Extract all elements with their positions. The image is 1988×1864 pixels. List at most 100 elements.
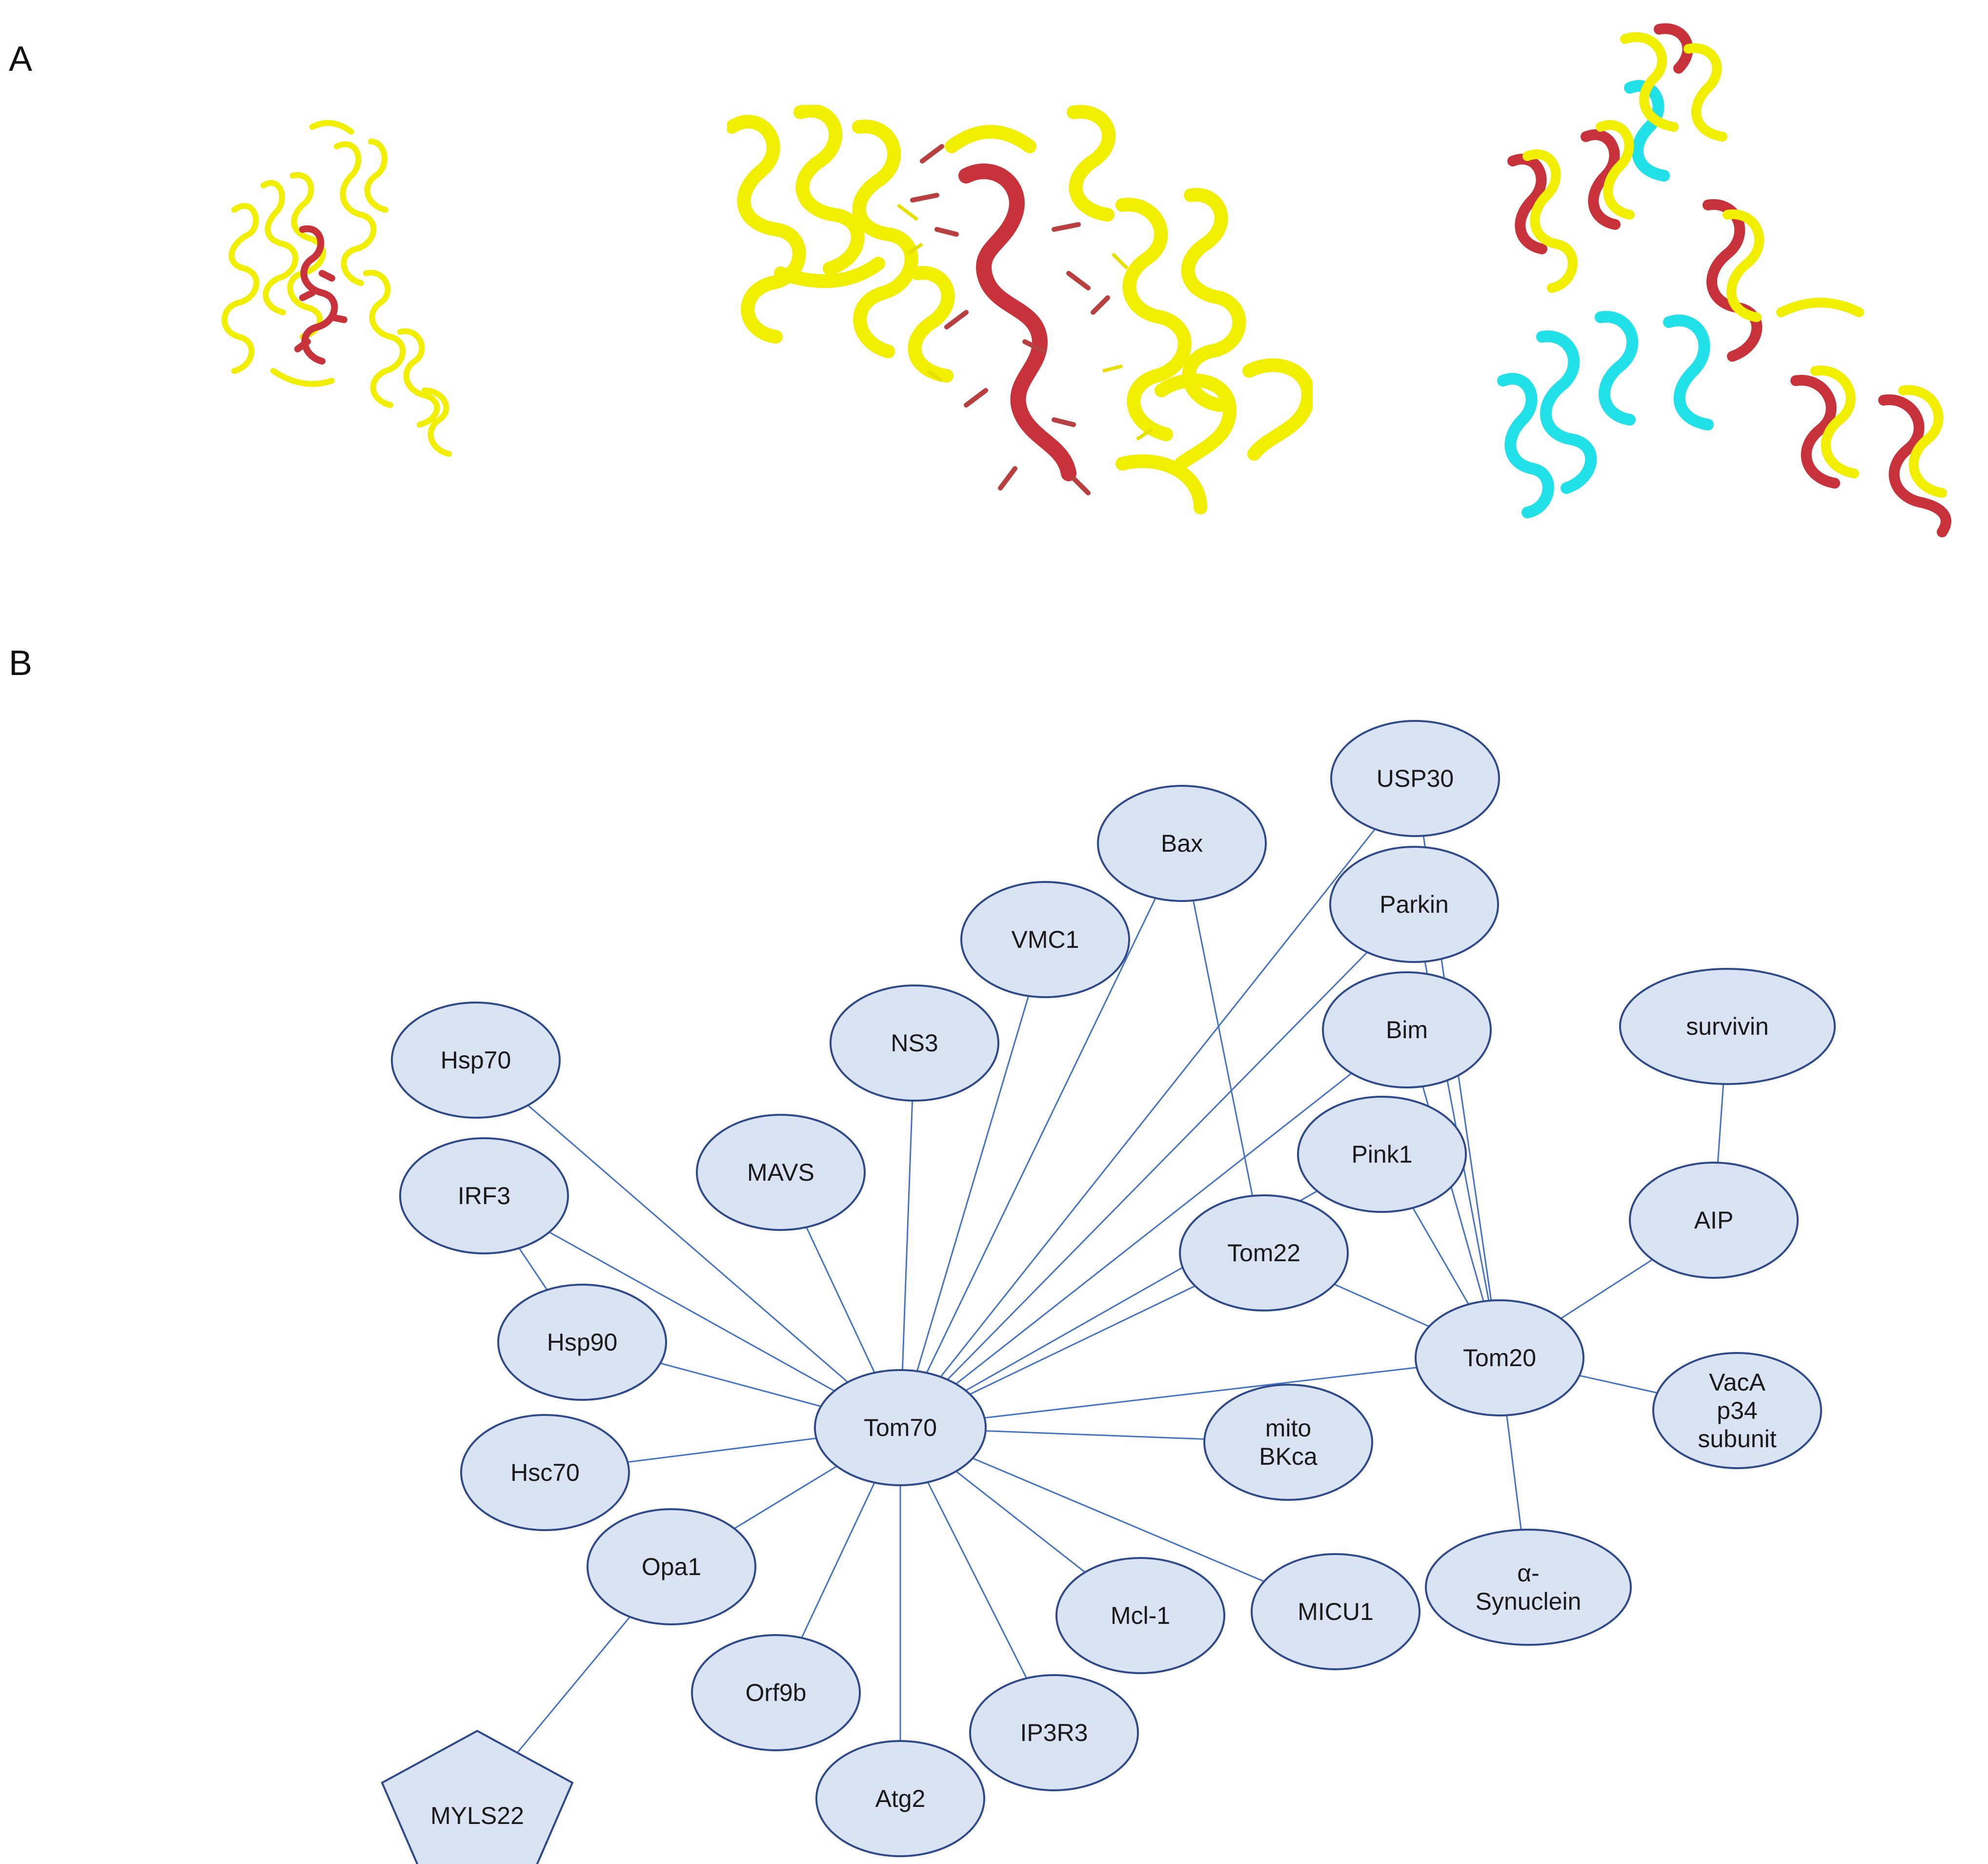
node-label-vaca: p34 [1717,1397,1757,1424]
node-label-vaca: VacA [1709,1369,1765,1396]
node-label-bax: Bax [1161,830,1203,857]
node-hsc70: Hsc70 [460,1414,630,1531]
ellipse-shape [1322,971,1492,1088]
tom70-structure-zoom [727,105,1313,514]
node-label-tom20: Tom20 [1463,1344,1536,1372]
node-tom70: Tom70 [814,1369,987,1486]
node-parkin: Parkin [1329,846,1499,963]
ellipse-shape [1425,1529,1632,1646]
node-orf9b: Orf9b [691,1634,861,1751]
node-label-mavs: MAVS [747,1159,814,1186]
ellipse-shape [460,1414,630,1531]
ellipse-shape [696,1114,866,1231]
ellipse-shape [399,1137,569,1254]
edge-tom70-pink1 [900,1153,1382,1429]
edge-bax-tom22 [1181,843,1265,1253]
node-label-asyn: α- [1517,1559,1540,1587]
node-label-myls22: MYLS22 [430,1802,524,1829]
ellipse-shape [1055,1557,1225,1674]
node-label-mcl1: Mcl-1 [1111,1602,1170,1629]
node-label-pink1: Pink1 [1351,1141,1412,1168]
node-survivin: survivin [1619,968,1836,1085]
edge-tom70-usp30 [899,778,1416,1428]
node-label-tom22: Tom22 [1227,1239,1300,1267]
node-usp30: USP30 [1330,720,1500,837]
node-vmc1: VMC1 [960,881,1130,998]
node-bax: Bax [1097,785,1267,902]
ellipse-shape [814,1369,987,1486]
node-opa1: Opa1 [587,1508,756,1625]
edge-tom70-bax [899,843,1183,1428]
node-label-usp30: USP30 [1377,765,1454,792]
node-label-mitobkca: BKca [1259,1443,1318,1470]
node-label-asyn: Synuclein [1476,1588,1582,1615]
edge-tom70-parkin [899,903,1415,1429]
node-label-irf3: IRF3 [458,1182,510,1209]
tom70-structure-overview [222,120,452,457]
node-label-hsp70: Hsp70 [441,1046,511,1074]
node-myls22: MYLS22 [381,1730,574,1864]
pentagon-shape [381,1730,574,1864]
ellipse-shape [1179,1194,1349,1311]
node-label-orf9b: Orf9b [745,1679,806,1706]
node-label-atg2: Atg2 [875,1785,926,1812]
ellipse-shape [830,984,999,1102]
node-irf3: IRF3 [399,1137,569,1254]
ellipse-shape [1629,1162,1799,1279]
node-label-tom70: Tom70 [864,1414,937,1441]
node-mcl1: Mcl-1 [1055,1557,1225,1674]
node-asyn: α-Synuclein [1425,1529,1632,1646]
node-label-vmc1: VMC1 [1012,926,1079,953]
ellipse-shape [960,881,1130,998]
ellipse-shape [1652,1352,1822,1469]
ellipse-shape [1330,720,1500,837]
ellipse-shape [1251,1553,1420,1670]
edge-tom70-irf3 [484,1195,901,1429]
ellipse-shape [1329,846,1499,963]
node-label-ip3r3: IP3R3 [1020,1719,1088,1746]
ellipse-shape [691,1634,861,1751]
ellipse-shape [1619,968,1836,1085]
ellipse-shape [1415,1299,1584,1416]
node-label-hsc70: Hsc70 [510,1459,580,1486]
node-bim: Bim [1322,971,1492,1088]
ellipse-shape [969,1674,1139,1791]
node-mavs: MAVS [696,1114,866,1231]
edge-tom70-bim [900,1029,1407,1429]
ellipse-shape [391,1002,561,1119]
node-pink1: Pink1 [1297,1096,1467,1213]
node-label-bim: Bim [1386,1016,1428,1044]
node-tom20: Tom20 [1415,1299,1584,1416]
ellipse-shape [1097,785,1267,902]
ellipse-shape [815,1740,985,1857]
edge-tom70-tom20 [900,1357,1500,1429]
node-label-ns3: NS3 [891,1029,938,1057]
node-hsp90: Hsp90 [497,1284,667,1401]
node-micu1: MICU1 [1251,1553,1420,1670]
node-ip3r3: IP3R3 [969,1674,1139,1791]
node-tom22: Tom22 [1179,1194,1349,1311]
node-label-vaca: subunit [1698,1425,1776,1453]
edge-tom70-ns3 [899,1043,915,1428]
node-atg2: Atg2 [815,1740,985,1857]
ellipse-shape [1203,1384,1373,1501]
node-ns3: NS3 [830,984,999,1102]
panel-label-a: A [9,40,33,79]
node-label-survivin: survivin [1686,1013,1768,1040]
node-label-opa1: Opa1 [642,1553,701,1580]
ellipse-shape [587,1508,756,1625]
node-label-hsp90: Hsp90 [547,1329,618,1356]
edge-tom70-vmc1 [899,939,1046,1428]
node-label-micu1: MICU1 [1298,1598,1374,1625]
ellipse-shape [1297,1096,1467,1213]
node-label-parkin: Parkin [1379,891,1449,918]
node-label-mitobkca: mito [1265,1414,1311,1442]
edge-tom70-hsp70 [475,1059,901,1429]
ellipse-shape [497,1284,667,1401]
node-hsp70: Hsp70 [391,1002,561,1119]
panel-label-b: B [9,644,33,683]
